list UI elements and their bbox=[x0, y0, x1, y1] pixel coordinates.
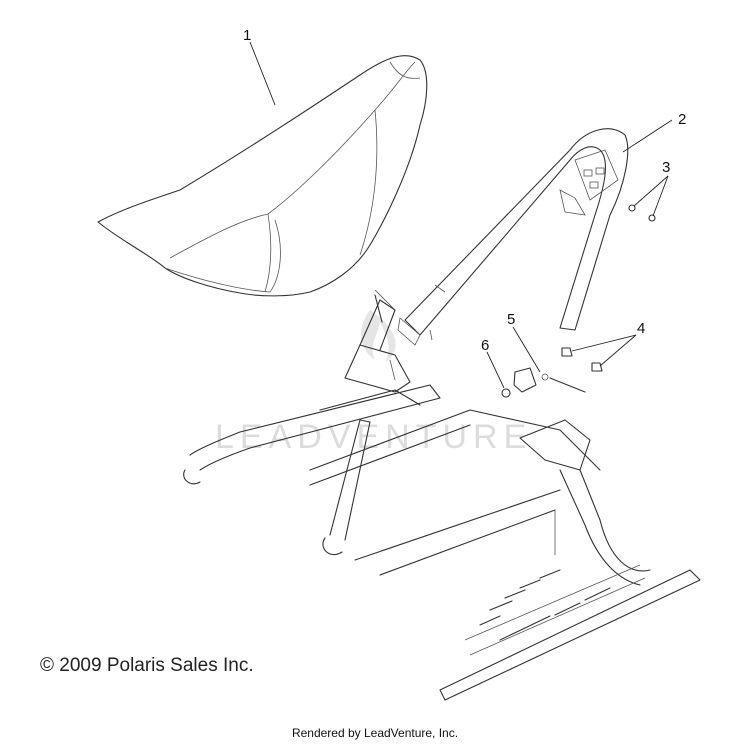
copyright-text: © 2009 Polaris Sales Inc. bbox=[40, 655, 254, 676]
watermark-text: LEADVENTURE bbox=[215, 418, 532, 456]
frame-assembly bbox=[183, 289, 701, 701]
leader-lines bbox=[249, 41, 673, 389]
callout-1: 1 bbox=[243, 27, 251, 44]
callout-3: 3 bbox=[662, 159, 670, 176]
running-board-treads bbox=[479, 569, 611, 641]
callout-4: 4 bbox=[637, 320, 645, 337]
washer-part[interactable] bbox=[501, 388, 511, 398]
bracket-part[interactable] bbox=[513, 367, 586, 393]
callout-2: 2 bbox=[678, 111, 686, 128]
watermark: LEADVENTURE bbox=[215, 310, 532, 456]
screw-pair-part[interactable] bbox=[628, 204, 656, 222]
seat-part[interactable] bbox=[97, 55, 428, 297]
rendered-by-text: Rendered by LeadVenture, Inc. bbox=[291, 726, 459, 740]
callout-5: 5 bbox=[507, 311, 515, 328]
bolt-pair-part[interactable] bbox=[561, 347, 603, 372]
rear-rack-part[interactable] bbox=[397, 128, 629, 346]
callout-6: 6 bbox=[481, 337, 489, 354]
